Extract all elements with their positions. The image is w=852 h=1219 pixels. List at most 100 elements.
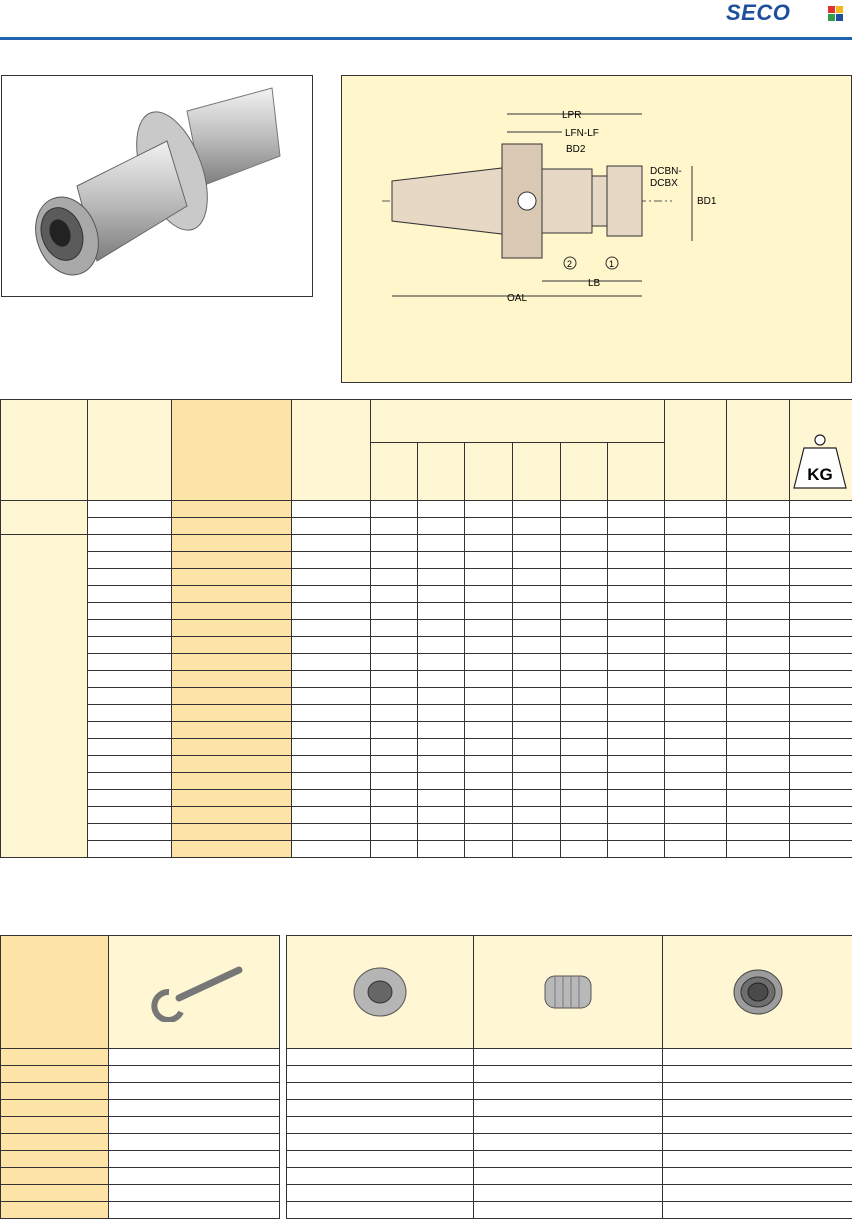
table-cell <box>172 722 292 739</box>
table-cell <box>665 552 727 569</box>
table-cell <box>665 501 727 518</box>
table-cell <box>608 756 665 773</box>
table-cell <box>665 705 727 722</box>
table-cell <box>88 620 172 637</box>
table-row <box>1 1151 280 1168</box>
table-cell <box>790 841 852 858</box>
table-cell <box>172 569 292 586</box>
table-cell <box>727 841 790 858</box>
weight-label: KG <box>807 465 833 484</box>
table-cell <box>790 569 852 586</box>
acc-header-screw <box>474 936 663 1049</box>
header-subcell <box>418 443 465 501</box>
table-row <box>1 654 852 671</box>
table-row <box>1 1202 280 1219</box>
table-cell <box>292 501 371 518</box>
table-cell <box>1 1134 109 1151</box>
table-cell <box>608 620 665 637</box>
collet-chuck-image <box>2 76 312 296</box>
table-cell <box>561 824 608 841</box>
table-cell <box>172 790 292 807</box>
table-cell <box>513 586 561 603</box>
table-cell <box>474 1117 663 1134</box>
table-cell <box>608 637 665 654</box>
table-cell <box>561 654 608 671</box>
table-row <box>1 705 852 722</box>
table-cell <box>790 773 852 790</box>
table-cell <box>88 671 172 688</box>
table-cell <box>287 1202 474 1219</box>
table-cell <box>292 841 371 858</box>
table-cell <box>88 688 172 705</box>
table-cell <box>88 603 172 620</box>
table-cell <box>287 1134 474 1151</box>
table-cell <box>663 1083 852 1100</box>
table-cell <box>665 518 727 535</box>
table-row <box>1 824 852 841</box>
table-cell <box>1 1049 109 1066</box>
table-cell <box>418 705 465 722</box>
acc-header-wrench <box>109 936 280 1049</box>
clamping-nut-icon <box>345 962 415 1022</box>
table-cell <box>727 807 790 824</box>
table-cell <box>292 518 371 535</box>
table-cell <box>474 1100 663 1117</box>
table-cell <box>88 518 172 535</box>
table-row <box>1 722 852 739</box>
table-cell <box>418 739 465 756</box>
table-cell <box>418 569 465 586</box>
technical-drawing: LPR LFN-LF BD2 DCBN- DCBX BD1 LB OAL 2 1 <box>341 75 852 383</box>
table-cell <box>371 569 418 586</box>
table-cell <box>88 501 172 518</box>
table-cell <box>418 790 465 807</box>
table-cell <box>465 824 513 841</box>
table-cell <box>371 552 418 569</box>
table-cell <box>88 722 172 739</box>
table-cell <box>418 518 465 535</box>
table-cell <box>608 790 665 807</box>
table-row <box>1 1083 280 1100</box>
table-cell <box>665 586 727 603</box>
product-photo <box>1 75 313 297</box>
table-cell <box>727 552 790 569</box>
header-subcell <box>465 443 513 501</box>
table-cell <box>561 603 608 620</box>
table-cell <box>790 518 852 535</box>
table-cell <box>172 705 292 722</box>
table-cell <box>561 688 608 705</box>
table-cell <box>790 620 852 637</box>
dim-lb: LB <box>588 278 601 289</box>
table-cell <box>371 790 418 807</box>
table-row <box>1 569 852 586</box>
dim-dcbn: DCBN- <box>650 166 682 177</box>
table-row <box>1 603 852 620</box>
table-row <box>287 1117 852 1134</box>
table-cell <box>371 841 418 858</box>
table-cell <box>371 722 418 739</box>
table-cell <box>474 1168 663 1185</box>
header-weight: KG <box>790 400 852 501</box>
table-cell <box>790 603 852 620</box>
table-cell <box>608 501 665 518</box>
table-cell <box>608 603 665 620</box>
table-cell <box>172 841 292 858</box>
table-cell <box>371 620 418 637</box>
table-cell <box>561 705 608 722</box>
table-cell <box>608 722 665 739</box>
table-cell <box>371 773 418 790</box>
callout-2: 2 <box>567 259 572 269</box>
table-cell <box>371 739 418 756</box>
table-cell <box>513 654 561 671</box>
table-cell <box>513 688 561 705</box>
table-cell <box>665 620 727 637</box>
table-cell <box>88 705 172 722</box>
table-cell <box>727 637 790 654</box>
table-cell <box>371 637 418 654</box>
table-cell <box>418 654 465 671</box>
table-cell <box>465 569 513 586</box>
header-cell <box>1 400 88 501</box>
table-cell <box>88 756 172 773</box>
weight-kg-icon: KG <box>790 400 851 497</box>
table-cell <box>727 756 790 773</box>
table-cell <box>109 1066 280 1083</box>
